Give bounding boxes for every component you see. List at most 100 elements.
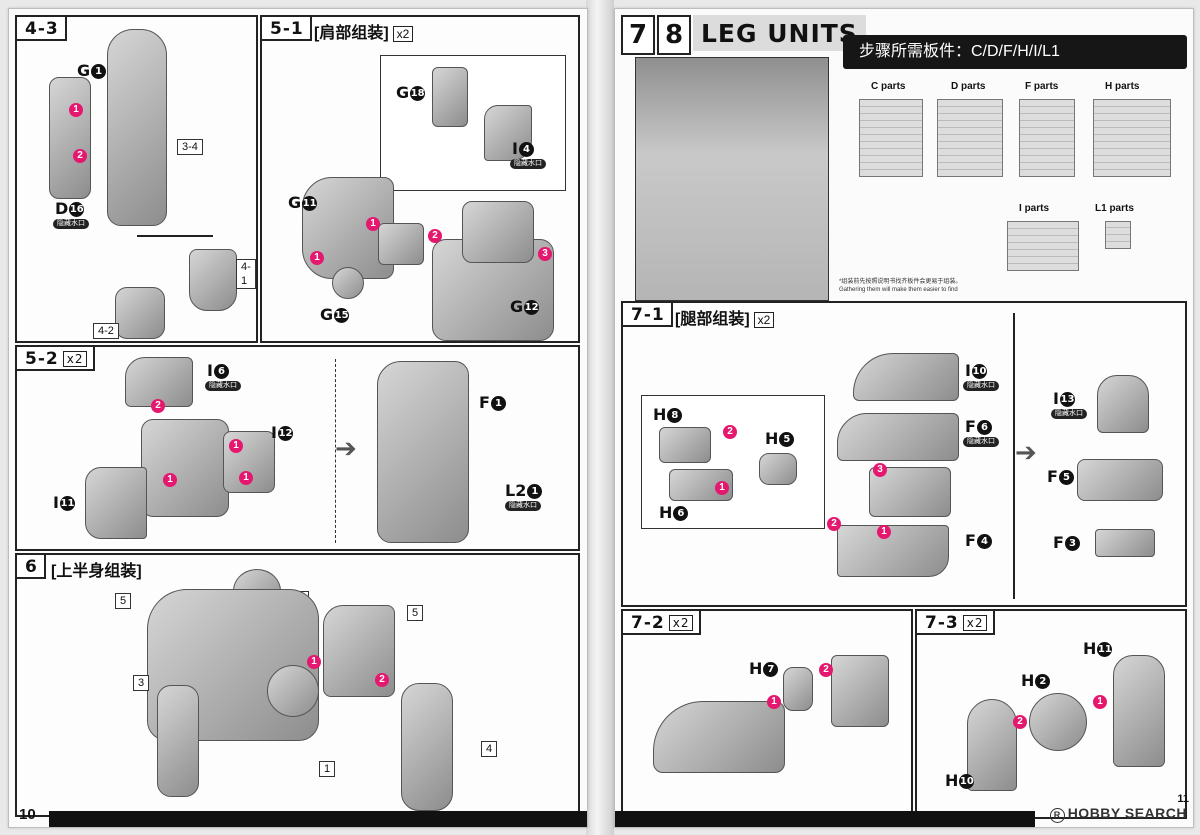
shield-piece [484, 105, 532, 161]
callout-4-1: 4-1 [236, 259, 256, 289]
note-chinese: *组装前先按照说明书找齐板件会更易于组装。 [839, 279, 962, 285]
fist-part [115, 287, 165, 339]
step-marker: 3 [538, 247, 552, 261]
small-armor-piece [432, 67, 468, 127]
step-marker: 2 [723, 425, 737, 439]
leg-preview-image [635, 57, 829, 301]
ankle-base [1077, 459, 1163, 501]
step-marker: 2 [151, 399, 165, 413]
step-marker: 1 [877, 525, 891, 539]
step-marker: 2 [819, 663, 833, 677]
shoulder-back-piece [462, 201, 534, 263]
step-number-8: 8 [657, 15, 691, 55]
runner-label-f: F parts [1025, 81, 1059, 92]
step-label: 7-1 [623, 303, 673, 327]
forearm-assembled [377, 361, 469, 543]
callout-4-2: 4-2 [93, 323, 119, 339]
runner-label-h: H parts [1105, 81, 1140, 92]
right-page: 7 8 LEG UNITS 步骤所需板件：C/D/F/H/I/L1 C part… [614, 8, 1194, 828]
under-gate-badge: 隐藏水口 [505, 501, 541, 511]
step-marker: 2 [1013, 715, 1027, 729]
arm-assembly-right [401, 683, 453, 811]
callout-5-right: 5 [407, 605, 424, 621]
step-marker: 1 [307, 655, 321, 669]
shoulder-pin [378, 223, 424, 265]
step-7-8-header-panel: 7 8 LEG UNITS 步骤所需板件：C/D/F/H/I/L1 C part… [621, 15, 1187, 301]
assembly-line [137, 235, 213, 237]
runner-label-d: D parts [951, 81, 986, 92]
step-marker: 3 [873, 463, 887, 477]
book-spine [586, 0, 614, 835]
runner-label-c: C parts [871, 81, 906, 92]
step-title: [肩部组装]x2 [314, 19, 414, 43]
result-arrow-icon: ➔ [1015, 437, 1037, 467]
page-footer-bar [615, 811, 1035, 827]
under-gate-badge: 隐藏水口 [205, 381, 241, 391]
ankle-socket-piece [1113, 655, 1165, 767]
step-marker: 1 [229, 439, 243, 453]
result-arrow-icon: ➔ [335, 433, 357, 463]
shin-side-armor [837, 413, 959, 461]
step-marker: 1 [767, 695, 781, 709]
shin-front-armor [853, 353, 959, 401]
runner-h [1093, 99, 1171, 177]
under-gate-badge: 隐藏水口 [963, 381, 999, 391]
toe-joint-block [831, 655, 889, 727]
step-number-7: 7 [621, 15, 655, 55]
under-gate-badge: 隐藏水口 [510, 159, 546, 169]
step-label: 5-1 [262, 17, 312, 41]
ankle-plate [1095, 529, 1155, 557]
step-6-panel: 6 [上半身组装] 2 5 3 1 5 1 2 4 [15, 553, 580, 817]
runner-l1 [1105, 221, 1131, 249]
step-marker: 2 [827, 517, 841, 531]
registered-mark-icon: R [1049, 808, 1065, 823]
step-title: [腿部组装]x2 [675, 305, 775, 329]
page-footer-bar [49, 811, 587, 827]
step-title: [上半身组装] [51, 563, 142, 580]
joint-cap-piece [759, 453, 797, 485]
hand-part [189, 249, 237, 311]
arm-armor-piece [49, 77, 91, 199]
step-marker: 2 [73, 149, 87, 163]
runner-i [1007, 221, 1079, 271]
panel-divider [335, 359, 338, 543]
step-marker: 1 [310, 251, 324, 265]
section-title: LEG UNITS [693, 15, 866, 51]
joint-cylinder [783, 667, 813, 711]
step-marker: 1 [1093, 695, 1107, 709]
panel-divider [1013, 313, 1015, 599]
callout-3-4: 3-4 [177, 139, 203, 155]
step-marker: 1 [715, 481, 729, 495]
runner-d [937, 99, 1003, 177]
step-header: 7 8 LEG UNITS [621, 15, 866, 55]
callout-4: 4 [481, 741, 498, 757]
step-marker: 1 [69, 103, 83, 117]
forearm-core [141, 419, 229, 517]
ankle-cap [967, 699, 1017, 791]
detail-inset [380, 55, 566, 191]
step-marker: 2 [375, 673, 389, 687]
